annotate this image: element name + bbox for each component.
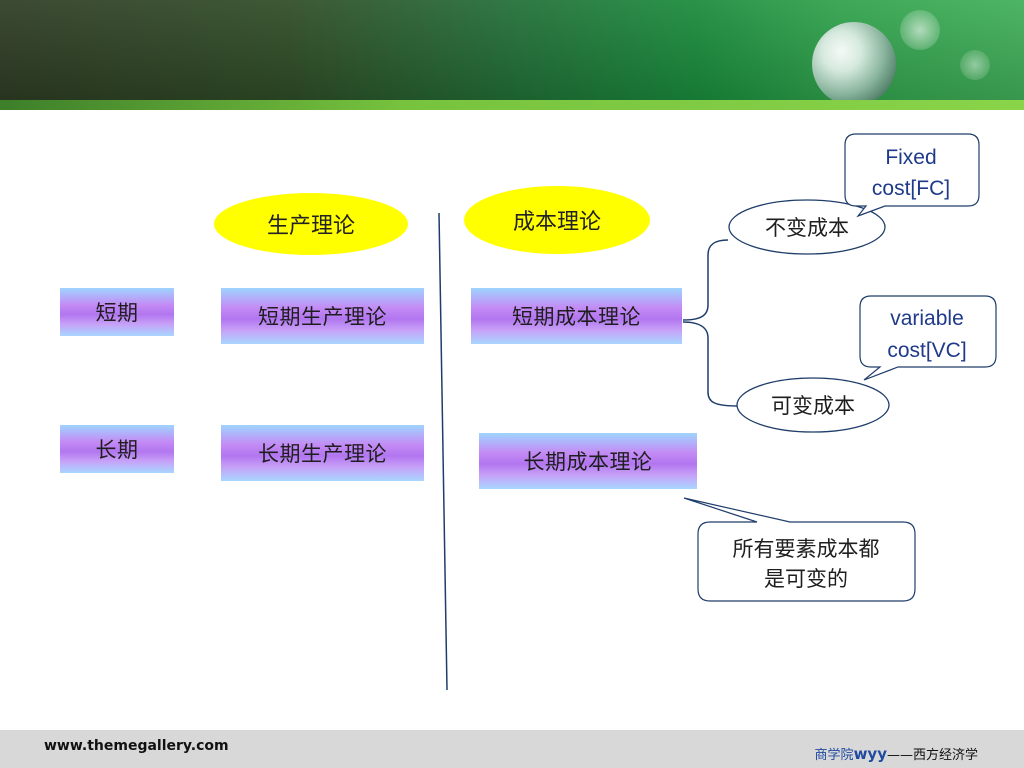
long-run-callout-line1: 所有要素成本都: [733, 537, 880, 561]
header-banner: [0, 0, 1024, 110]
short-cost-label: 短期成本理论: [512, 305, 641, 329]
branch-bracket: [682, 239, 739, 407]
variable-cost-node: [736, 377, 890, 433]
long-cost-label: 长期成本理论: [523, 450, 653, 474]
short-run-box: 短期: [60, 288, 174, 336]
long-production-box: 长期生产理论: [221, 425, 424, 481]
fixed-cost-callout: [844, 133, 980, 218]
cost-theory-label: 成本理论: [512, 210, 601, 235]
fixed-cost-callout-line2: cost[FC]: [872, 177, 950, 200]
short-run-label: 短期: [95, 301, 139, 325]
fixed-cost-callout-line1: Fixed: [885, 146, 936, 169]
divider-line: [438, 212, 448, 691]
water-droplet-image: [812, 22, 896, 106]
long-cost-box: 长期成本理论: [479, 433, 697, 489]
fixed-cost-node: [728, 199, 886, 255]
short-production-label: 短期生产理论: [258, 305, 387, 329]
production-theory-ellipse: 生产理论: [214, 193, 408, 255]
variable-cost-callout-line2: cost[VC]: [887, 339, 966, 362]
variable-cost-callout-line1: variable: [890, 307, 964, 330]
long-run-callout: [683, 497, 916, 602]
footer-course-prefix: 商学院: [814, 748, 854, 763]
footer-course-author: wyy: [853, 745, 887, 763]
variable-cost-label: 可变成本: [771, 394, 855, 418]
short-production-box: 短期生产理论: [221, 288, 424, 344]
footer-website[interactable]: www.themegallery.com: [44, 738, 229, 754]
long-run-callout-line2: 是可变的: [764, 567, 848, 591]
header-stripe: [0, 100, 1024, 110]
bokeh-highlight: [960, 50, 990, 80]
footer-course: 商学院wyy——西方经济学: [815, 744, 978, 763]
long-production-label: 长期生产理论: [258, 442, 387, 466]
short-cost-box: 短期成本理论: [471, 288, 682, 344]
production-theory-label: 生产理论: [266, 214, 355, 239]
footer-bar: [0, 730, 1024, 768]
long-run-box: 长期: [60, 425, 174, 473]
long-run-label: 长期: [95, 438, 139, 462]
fixed-cost-label: 不变成本: [765, 216, 849, 240]
footer-course-suffix: ——西方经济学: [886, 748, 978, 763]
cost-theory-ellipse: 成本理论: [464, 186, 650, 254]
variable-cost-callout: [859, 295, 997, 381]
bokeh-highlight: [900, 10, 940, 50]
